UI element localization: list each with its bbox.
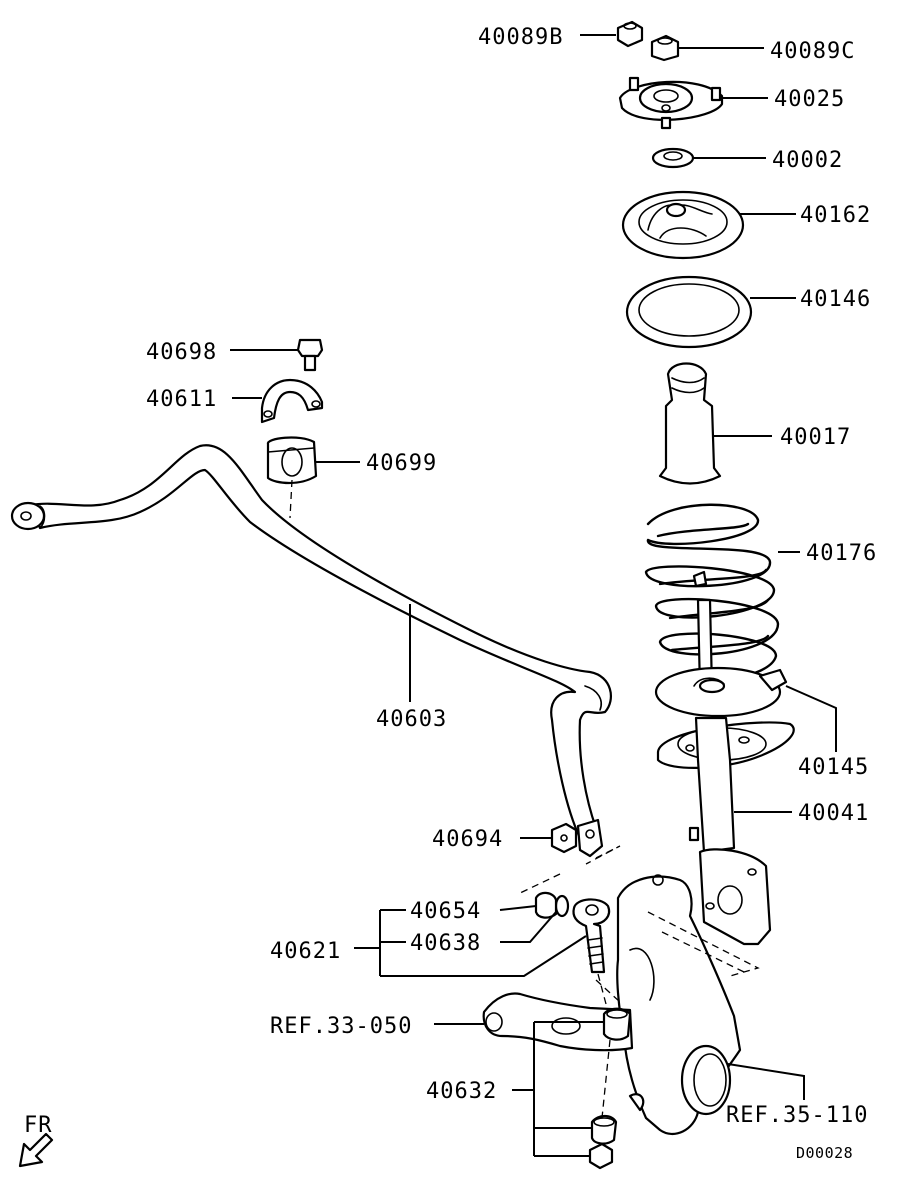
- clamp-bolt: [296, 338, 324, 372]
- steering-knuckle: [616, 874, 742, 1136]
- leader-lines: [230, 34, 837, 1157]
- label-40638: 40638: [410, 931, 481, 956]
- upper-spring-seat: [621, 190, 745, 260]
- label-40041: 40041: [798, 801, 869, 826]
- upper-spring-pad: [625, 275, 753, 349]
- label-40146: 40146: [800, 287, 871, 312]
- coil-spring: [644, 503, 780, 682]
- label-40145: 40145: [798, 755, 869, 780]
- stabilizer-clamp: [260, 378, 324, 424]
- label-40699: 40699: [366, 451, 437, 476]
- label-40603: 40603: [376, 707, 447, 732]
- stabilizer-bar: [10, 444, 612, 858]
- label-40654: 40654: [410, 899, 481, 924]
- label-40089c: 40089C: [770, 39, 855, 64]
- nut-40089c: [650, 34, 680, 62]
- label-40025: 40025: [774, 87, 845, 112]
- link-washer: [554, 894, 570, 918]
- link-cap: [534, 891, 558, 919]
- arm-nut: [588, 1142, 614, 1170]
- label-fr: FR: [24, 1113, 53, 1138]
- arm-bushing-upper: [602, 1007, 632, 1041]
- label-40162: 40162: [800, 203, 871, 228]
- stabilizer-bushing: [266, 436, 318, 485]
- label-40621: 40621: [270, 939, 341, 964]
- label-ref-33-050: REF.33-050: [270, 1014, 412, 1039]
- strut-bearing: [651, 147, 695, 169]
- label-40089b: 40089B: [478, 25, 563, 50]
- label-40611: 40611: [146, 387, 217, 412]
- link-nut: [550, 822, 578, 854]
- front-direction-arrow-icon: [18, 1132, 54, 1168]
- label-40694: 40694: [432, 827, 503, 852]
- strut-mount: [618, 76, 724, 130]
- label-ref-35-110: REF.35-110: [726, 1103, 868, 1128]
- drawing-number: D00028: [796, 1144, 853, 1162]
- label-40002: 40002: [772, 148, 843, 173]
- label-40698: 40698: [146, 340, 217, 365]
- nut-40089b: [616, 20, 644, 48]
- stabilizer-link: [572, 898, 611, 974]
- label-40176: 40176: [806, 541, 877, 566]
- strut-body: [688, 716, 772, 946]
- label-40017: 40017: [780, 425, 851, 450]
- label-40632: 40632: [426, 1079, 497, 1104]
- arm-bushing-lower: [590, 1114, 618, 1145]
- lower-spring-seat-pad: [654, 666, 788, 718]
- bump-stopper-boot: [658, 362, 722, 485]
